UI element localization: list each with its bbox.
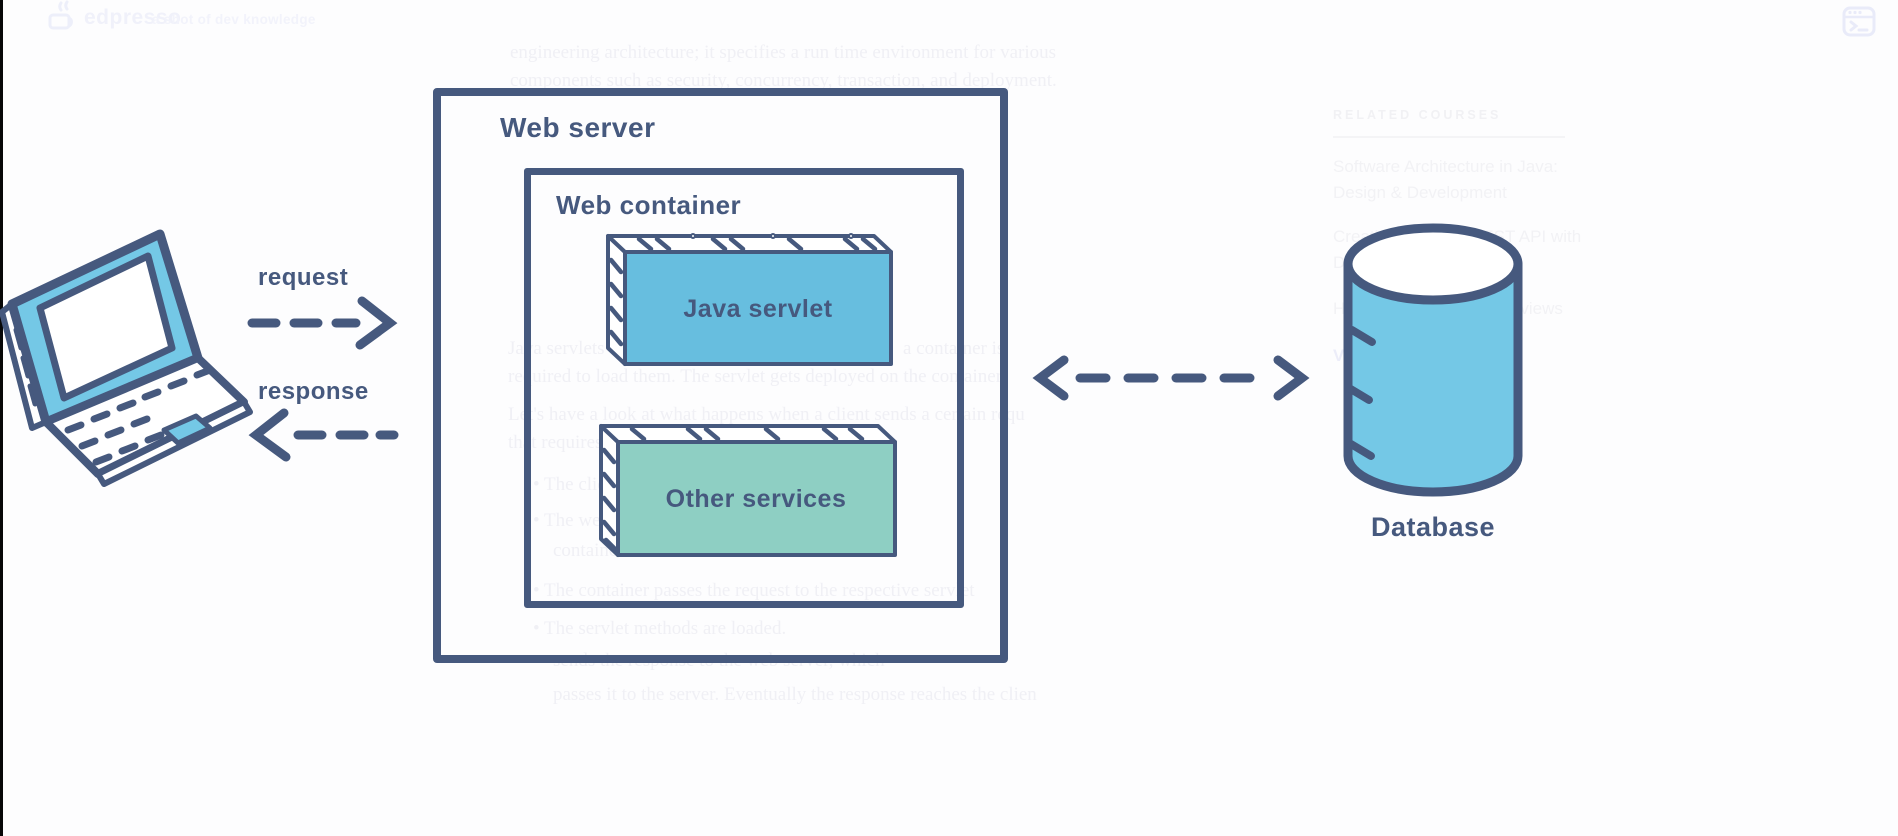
response-label: response — [258, 378, 369, 405]
request-arrow — [247, 296, 398, 350]
terminal-window-icon[interactable] — [1842, 6, 1876, 37]
brand-tagline: a shot of dev knowledge — [152, 12, 316, 27]
server-database-arrow — [1032, 355, 1310, 401]
other-services-box: Other services — [599, 424, 897, 557]
web-server-label: Web server — [500, 112, 656, 143]
article-text-fragment: components such as security, concurrency… — [510, 70, 1057, 91]
web-container-box — [524, 168, 964, 608]
article-text-fragment: Java servlets t — [508, 338, 615, 359]
database-label: Database — [1370, 512, 1496, 542]
web-server-box — [433, 88, 1008, 663]
sidebar-divider — [1333, 136, 1565, 138]
article-text-fragment: • The web — [533, 510, 611, 531]
java-servlet-label: Java servlet — [683, 295, 832, 323]
article-text-fragment: Let's have a look at what happens when a… — [508, 404, 1025, 425]
coffee-cup-icon — [48, 0, 73, 30]
article-text-fragment: required to load them. The servlet gets … — [508, 366, 1006, 387]
request-label: request — [258, 264, 349, 291]
article-text-fragment: engineering architecture; it specifies a… — [510, 42, 1057, 63]
web-container-label: Web container — [556, 190, 742, 220]
sidebar-heading: RELATED COURSES — [1333, 108, 1502, 122]
article-text-fragment: that requires — [508, 432, 603, 453]
article-text-fragment: a container is — [903, 338, 1005, 359]
java-servlet-box: Java servlet — [606, 233, 893, 366]
database-cylinder — [1343, 223, 1523, 497]
other-services-label: Other services — [666, 485, 847, 513]
article-text-fragment: • The servlet methods are loaded. — [533, 618, 787, 639]
article-text-fragment: • The clie — [533, 474, 606, 495]
brand-logo[interactable]: edpresso — [84, 6, 182, 29]
article-text-fragment: passes it to the server. Eventually the … — [553, 684, 1037, 705]
course-link-software-architecture[interactable]: Software Architecture in Java: Design & … — [1333, 157, 1558, 202]
left-edge-strip — [0, 0, 3, 836]
laptop-illustration — [0, 229, 253, 487]
article-text-fragment: containe — [553, 540, 618, 561]
article-text-fragment: • The container passes the request to th… — [533, 580, 975, 601]
response-arrow — [248, 408, 399, 462]
